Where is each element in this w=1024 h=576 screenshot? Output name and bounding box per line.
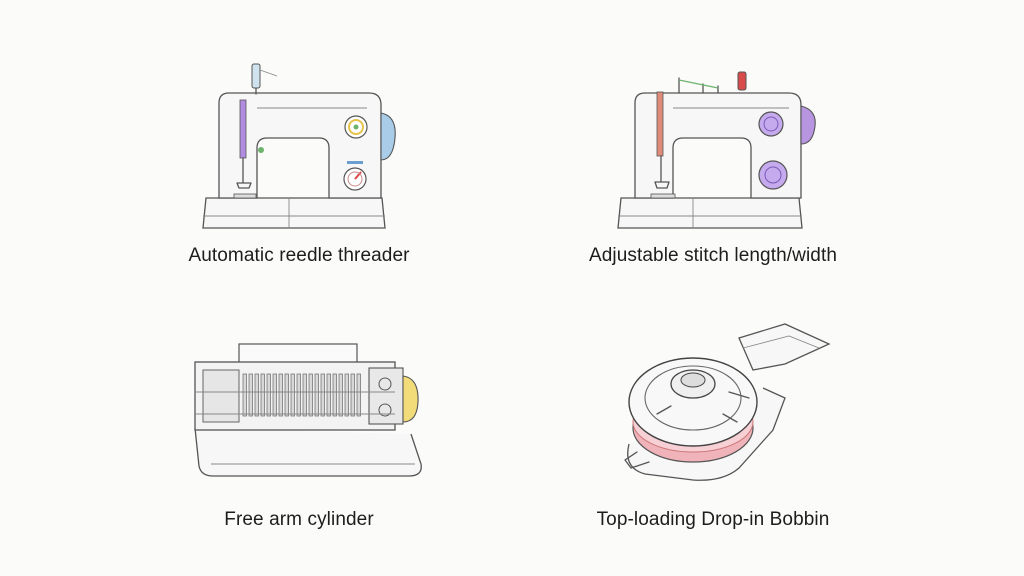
- feature-top-loading-bobbin: Top-loading Drop-in Bobbin: [553, 318, 873, 568]
- feature-caption: Adjustable stitch length/width: [588, 245, 838, 266]
- free-arm-mechanism-illustration: [194, 343, 422, 477]
- feature-automatic-needle-threader: Automatic reedle threader: [139, 48, 459, 298]
- feature-adjustable-stitch: Adjustable stitch length/width: [553, 48, 873, 298]
- feature-free-arm-cylinder: Free arm cylinder: [139, 318, 459, 568]
- feature-caption: Top-loading Drop-in Bobbin: [596, 509, 830, 530]
- cylinder-ribs: [242, 373, 361, 417]
- feature-caption: Free arm cylinder: [224, 509, 374, 530]
- feature-caption: Automatic reedle threader: [188, 245, 410, 266]
- sewing-machine-stitch-illustration: [617, 71, 816, 229]
- bobbin-illustration: [624, 323, 831, 481]
- sewing-machine-threader-illustration: [202, 63, 396, 229]
